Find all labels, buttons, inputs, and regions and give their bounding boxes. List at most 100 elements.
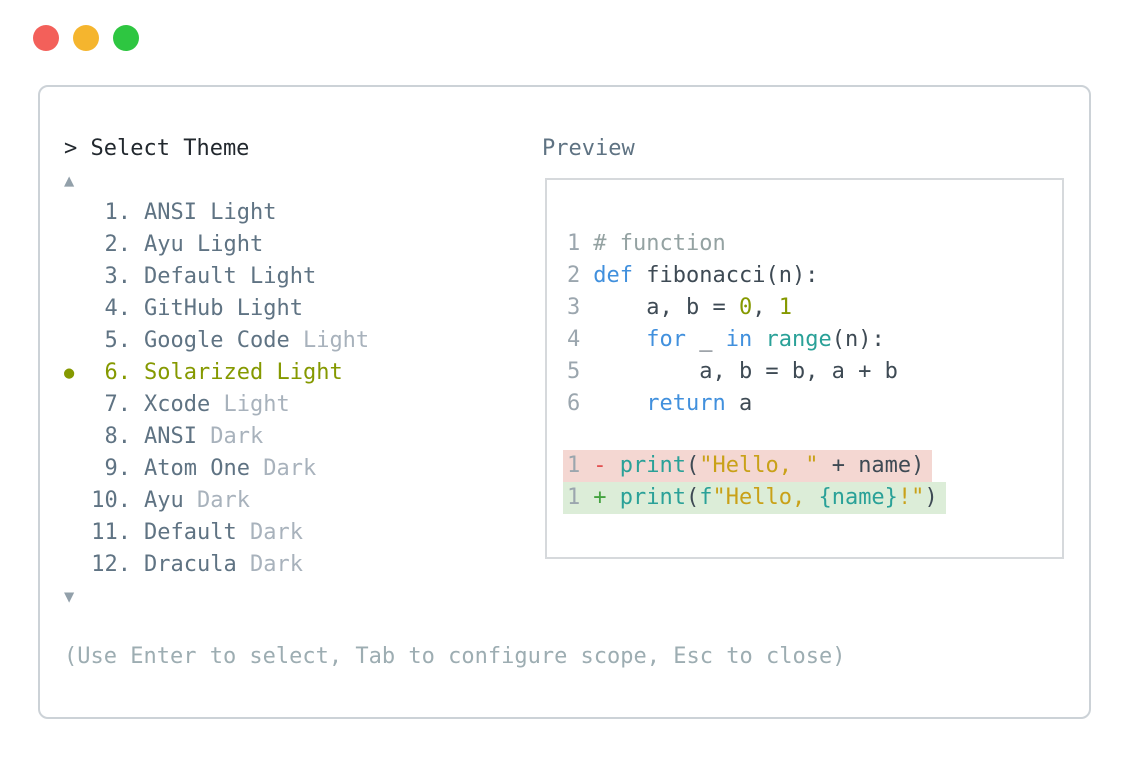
theme-item-xcode-light[interactable]: 7.Xcode Light — [64, 389, 369, 421]
line-number: 1 — [567, 485, 581, 510]
item-variant: Light — [210, 392, 290, 417]
scroll-up-icon[interactable]: ▲ — [64, 171, 75, 191]
item-variant: Dark — [183, 488, 250, 513]
code-token: for — [646, 327, 686, 352]
code-token: range — [765, 327, 832, 352]
item-number: 10. — [91, 488, 131, 513]
theme-item-github-light[interactable]: 4.GitHub Light — [64, 293, 369, 325]
theme-item-atom-one-dark[interactable]: 9.Atom One Dark — [64, 453, 369, 485]
minimize-button[interactable] — [73, 25, 99, 51]
item-name: Default — [144, 520, 237, 545]
zoom-button[interactable] — [113, 25, 139, 51]
theme-item-ayu-light[interactable]: 2. Ayu Light — [64, 229, 369, 261]
code-token: f — [699, 485, 713, 510]
item-number: 5. — [104, 328, 132, 353]
item-number: 2. — [104, 232, 132, 257]
item-number: 8. — [104, 424, 132, 449]
theme-item-default-dark[interactable]: 11.Default Dark — [64, 517, 369, 549]
item-number: 3. — [104, 264, 132, 289]
code-token: "Hello, — [712, 485, 819, 510]
code-token: ) — [924, 485, 938, 510]
code-line: 6 return a — [547, 388, 1062, 420]
line-number: 3 — [567, 295, 581, 320]
code-line: 4 for _ in range(n): — [547, 324, 1062, 356]
item-variant: Light — [183, 232, 264, 257]
item-name: Ayu — [144, 232, 184, 257]
code-token — [752, 327, 765, 352]
line-number: 4 — [567, 327, 581, 352]
close-button[interactable] — [33, 25, 59, 51]
item-name: ANSI — [144, 200, 197, 225]
window-controls — [33, 25, 139, 51]
item-name: Solarized — [144, 360, 264, 385]
marker-spacer — [64, 549, 91, 581]
theme-list: ▲ 1.ANSI Light 2. Ayu Light 3. Default Light… — [64, 165, 369, 613]
code-token: "Hello, " — [699, 453, 819, 478]
code-token: a, b = — [593, 295, 739, 320]
code-token: def — [593, 263, 633, 288]
marker-spacer — [64, 293, 91, 325]
item-name: Default — [144, 264, 237, 289]
theme-item-ayu-dark[interactable]: 10. Ayu Dark — [64, 485, 369, 517]
marker-spacer — [64, 197, 91, 229]
item-name: Dracula — [144, 552, 237, 577]
code-token — [593, 391, 646, 416]
code-token: return — [646, 391, 726, 416]
code-token: ( — [685, 453, 700, 478]
item-name: Ayu — [144, 488, 184, 513]
theme-items: 1.ANSI Light 2. Ayu Light 3. Default Light 4.… — [64, 197, 369, 581]
theme-item-google-code-light[interactable]: 5.Google Code Light — [64, 325, 370, 357]
marker-spacer — [64, 517, 91, 549]
code-token: - — [593, 453, 620, 478]
code-token: + — [593, 485, 620, 510]
item-variant: Light — [263, 360, 343, 385]
theme-item-solarized-light[interactable]: ● 6. Solarized Light — [64, 357, 369, 389]
code-line: 3 a, b = 0, 1 — [547, 292, 1062, 324]
code-token: print — [619, 453, 686, 478]
code-token: _ — [685, 327, 726, 352]
scroll-down-icon[interactable]: ▼ — [64, 587, 75, 607]
item-name: Xcode — [144, 392, 211, 417]
code-token: 1 — [778, 295, 792, 320]
item-variant: Light — [196, 200, 277, 225]
code-token: (n): — [831, 327, 885, 352]
theme-item-default-light[interactable]: 3.Default Light — [64, 261, 369, 293]
line-number: 6 — [567, 391, 581, 416]
item-variant: Dark — [236, 552, 303, 577]
item-variant: Light — [289, 328, 370, 353]
item-name: ANSI — [144, 424, 197, 449]
line-number: 5 — [567, 359, 581, 384]
code-token: + name) — [818, 453, 925, 478]
theme-item-ansi-light[interactable]: 1.ANSI Light — [64, 197, 369, 229]
item-name: Atom One — [144, 456, 250, 481]
code-token: fibonacci(n): — [633, 263, 819, 288]
code-token: # function — [593, 231, 726, 256]
code-token: in — [725, 327, 753, 352]
line-number: 1 — [567, 453, 581, 478]
code-token: print — [619, 485, 686, 510]
code-line: 5 a, b = b, a + b — [547, 356, 1062, 388]
marker-spacer — [64, 421, 91, 453]
marker-spacer — [64, 261, 91, 293]
code-token: ( — [685, 485, 700, 510]
code-token: !" — [897, 485, 925, 510]
item-number: 9. — [104, 456, 132, 481]
marker-spacer — [64, 485, 91, 517]
theme-item-dracula-dark[interactable]: 12.Dracula Dark — [64, 549, 369, 581]
diff-block: 1- print("Hello, " + name)1+ print(f"Hel… — [547, 450, 1062, 514]
item-name: GitHub — [144, 296, 224, 321]
item-number: 4. — [104, 296, 132, 321]
theme-item-ansi-dark[interactable]: 8.ANSI Dark — [64, 421, 369, 453]
marker-spacer — [64, 453, 91, 485]
code-token — [593, 327, 646, 352]
code-token: , — [752, 295, 779, 320]
diff-line-added: 1+ print(f"Hello, {name}!") — [563, 482, 946, 514]
line-number: 1 — [567, 231, 581, 256]
preview-label: Preview — [542, 136, 635, 161]
item-number: 6. — [104, 360, 132, 385]
selected-bullet-icon: ● — [64, 363, 75, 383]
